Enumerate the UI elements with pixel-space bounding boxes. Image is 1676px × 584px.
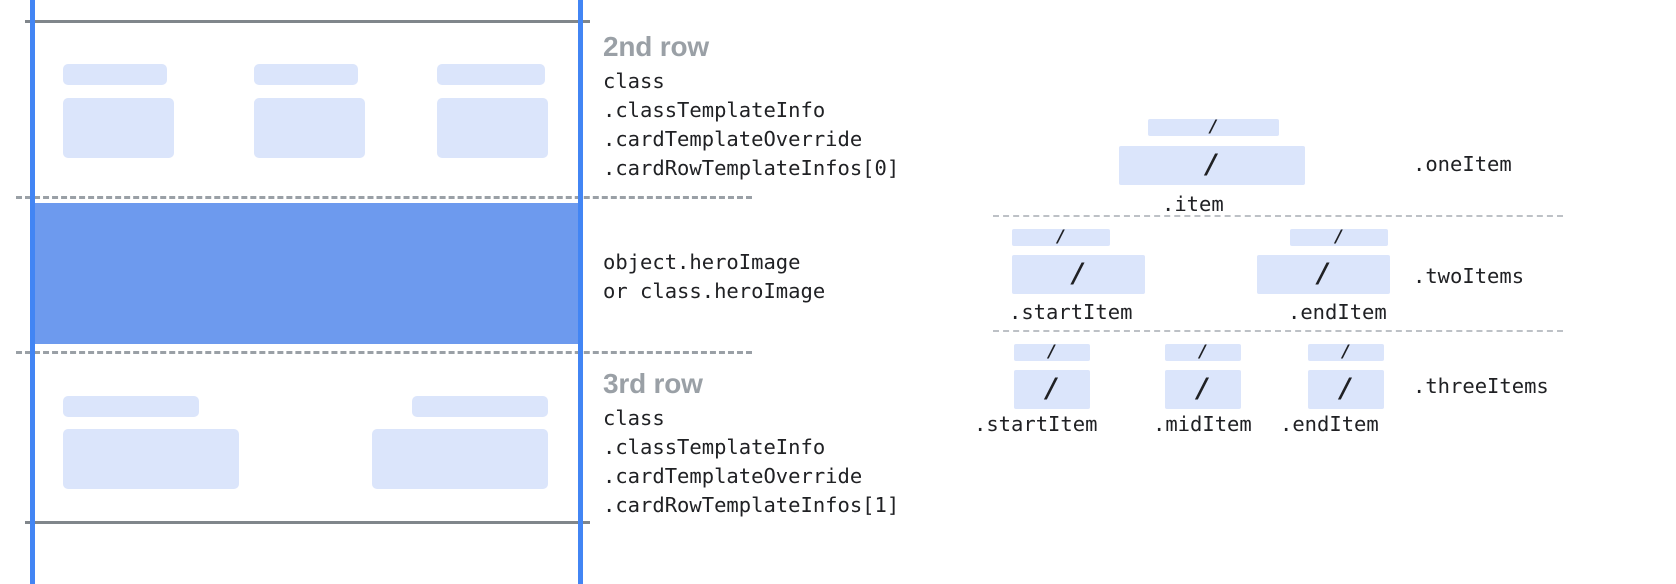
slash-glyph: / [1315,258,1332,289]
two-items-start-label: .startItem [1009,300,1133,324]
slash-glyph: / [1046,344,1058,361]
card-row-diagram [0,0,752,584]
row-divider-dashed-top [16,196,752,199]
slash-glyph: / [1203,149,1221,180]
hero-image-block [35,203,583,344]
three-items-row-label: .threeItems [1413,374,1549,398]
three-items-mid-label: .midItem [1153,412,1252,436]
card-right-guide-line [578,0,583,584]
card-left-guide-line [30,0,35,584]
one-item-small-bar: / [1148,119,1279,136]
three-items-mid-big-bar: / [1165,370,1241,409]
item-layout-divider-1 [993,215,1563,217]
three-items-end-label: .endItem [1280,412,1379,436]
two-items-end-small-bar: / [1290,229,1388,246]
annotation-second-row-code: class .classTemplateInfo .cardTemplateOv… [603,69,900,180]
two-items-start-big-bar: / [1012,255,1145,294]
slash-glyph: / [1043,373,1061,404]
slash-glyph: / [1333,229,1345,246]
second-row-content-bar-3 [437,98,548,158]
row-divider-dashed-bottom [16,351,752,354]
second-row-title-bar-3 [437,64,545,85]
two-items-end-label: .endItem [1288,300,1387,324]
second-row-content-bar-2 [254,98,365,158]
one-item-row-label: .oneItem [1413,152,1512,176]
slash-glyph: / [1337,373,1355,404]
slash-glyph: / [1340,344,1352,361]
second-row-title-bar-2 [254,64,358,85]
three-items-start-big-bar: / [1014,370,1090,409]
three-items-start-label: .startItem [974,412,1098,436]
card-top-boundary-rule [25,20,590,23]
third-row-content-bar-2 [372,429,548,489]
second-row-content-bar-1 [63,98,174,158]
two-items-start-small-bar: / [1012,229,1110,246]
third-row-title-bar-1 [63,396,199,417]
annotation-third-row-heading: 3rd row [603,368,703,399]
three-items-start-small-bar: / [1014,344,1090,361]
item-layout-divider-2 [993,330,1563,332]
annotation-hero-image-code: object.heroImage or class.heroImage [603,250,826,303]
annotation-second-row-heading: 2nd row [603,31,709,62]
third-row-content-bar-1 [63,429,239,489]
slash-glyph: / [1055,229,1067,246]
annotation-third-row-code: class .classTemplateInfo .cardTemplateOv… [603,406,900,517]
item-layout-diagram: / / .item .oneItem / / .startItem / / .e… [960,0,1676,584]
third-row-title-bar-2 [412,396,548,417]
two-items-end-big-bar: / [1257,255,1390,294]
three-items-end-big-bar: / [1308,370,1384,409]
annotation-hero-image: object.heroImage or class.heroImage [603,248,825,306]
annotation-third-row: 3rd row class .classTemplateInfo .cardTe… [603,367,899,520]
slash-glyph: / [1070,258,1087,289]
slash-glyph: / [1194,373,1212,404]
two-items-row-label: .twoItems [1413,264,1525,288]
slash-glyph: / [1208,119,1219,136]
one-item-big-bar: / [1119,146,1305,185]
three-items-end-small-bar: / [1308,344,1384,361]
three-items-mid-small-bar: / [1165,344,1241,361]
second-row-title-bar-1 [63,64,167,85]
one-item-label: .item [1162,192,1224,216]
card-bottom-boundary-rule [25,521,590,524]
annotation-second-row: 2nd row class .classTemplateInfo .cardTe… [603,30,899,183]
slash-glyph: / [1197,344,1209,361]
